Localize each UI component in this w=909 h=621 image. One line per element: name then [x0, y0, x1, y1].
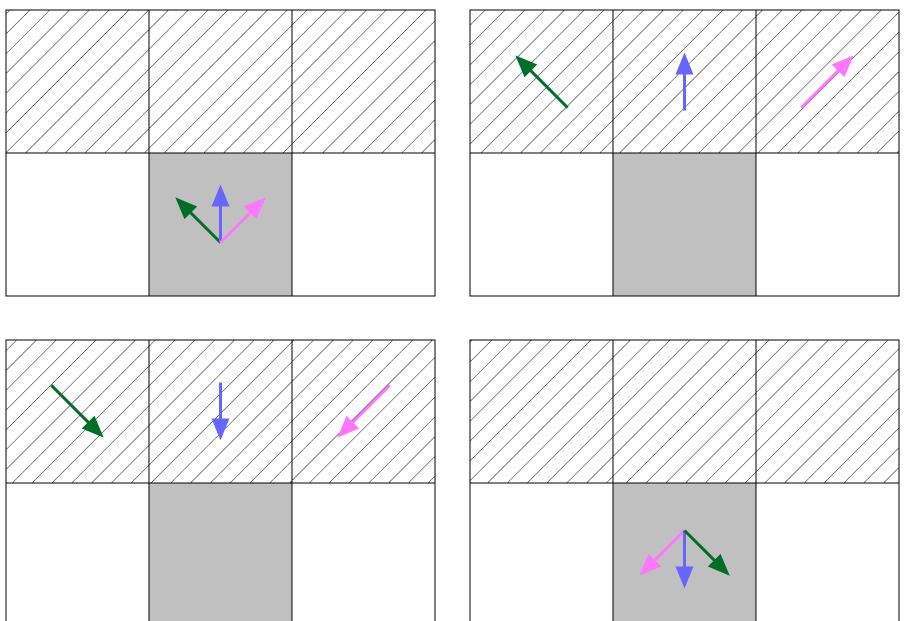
arrow-green-down-right	[50, 384, 104, 438]
arrow-pink-down-left-shaft	[350, 384, 391, 425]
panel-bottom-left	[5, 339, 436, 621]
arrow-blue-down-head	[675, 566, 694, 589]
panel-top-right	[469, 9, 900, 297]
cell-top-2-hatched	[291, 9, 436, 154]
arrow-pink-up-right	[219, 197, 266, 244]
arrow-pink-up-right	[800, 55, 854, 109]
arrow-pink-down-left	[639, 529, 686, 576]
arrow-green-up-left-head	[175, 197, 198, 220]
cell-bottom-0-empty	[469, 482, 614, 621]
cell-bottom-0-empty	[5, 152, 150, 297]
arrow-green-down-right	[683, 529, 730, 576]
arrow-pink-down-left-shaft	[652, 529, 686, 563]
cell-bottom-2-empty	[755, 482, 900, 621]
cell-top-0-hatched	[5, 9, 150, 154]
cell-bottom-1-shaded	[148, 482, 293, 621]
arrow-blue-down	[211, 382, 230, 441]
arrow-green-up-left-shaft	[188, 210, 222, 244]
arrow-blue-down-head	[211, 418, 230, 441]
arrow-green-up-left-shaft	[528, 68, 569, 109]
cell-bottom-2-empty	[291, 482, 436, 621]
arrow-pink-up-right-shaft	[800, 68, 841, 109]
arrow-blue-up-head	[675, 52, 694, 75]
cell-bottom-1-shaded	[612, 152, 757, 297]
cell-top-2-hatched	[755, 339, 900, 484]
cell-bottom-2-empty	[291, 152, 436, 297]
arrow-green-up-left-head	[515, 55, 538, 78]
cell-bottom-0-empty	[469, 152, 614, 297]
arrow-green-up-left	[515, 55, 569, 109]
arrow-pink-down-left-head	[337, 415, 360, 438]
arrow-green-up-left	[175, 197, 222, 244]
arrow-pink-up-right-shaft	[219, 210, 253, 244]
arrow-blue-up-head	[211, 184, 230, 207]
arrow-pink-down-left-head	[639, 553, 662, 576]
arrow-blue-up	[211, 184, 230, 243]
arrow-green-down-right-shaft	[683, 529, 717, 563]
arrow-green-down-right-head	[81, 415, 104, 438]
panel-bottom-right	[469, 339, 900, 621]
panels-layer	[5, 9, 900, 621]
arrow-pink-up-right-head	[243, 197, 266, 220]
arrow-pink-up-right-head	[831, 55, 854, 78]
cell-top-0-hatched	[469, 339, 614, 484]
cell-bottom-0-empty	[5, 482, 150, 621]
cell-bottom-2-empty	[755, 152, 900, 297]
arrow-blue-up	[675, 52, 694, 111]
panel-top-left	[5, 9, 436, 297]
arrow-green-down-right-shaft	[50, 384, 91, 425]
cell-top-1-hatched	[148, 9, 293, 154]
cell-top-1-hatched	[612, 339, 757, 484]
arrow-green-down-right-head	[707, 553, 730, 576]
arrow-pink-down-left	[337, 384, 391, 438]
arrow-blue-down	[675, 530, 694, 589]
